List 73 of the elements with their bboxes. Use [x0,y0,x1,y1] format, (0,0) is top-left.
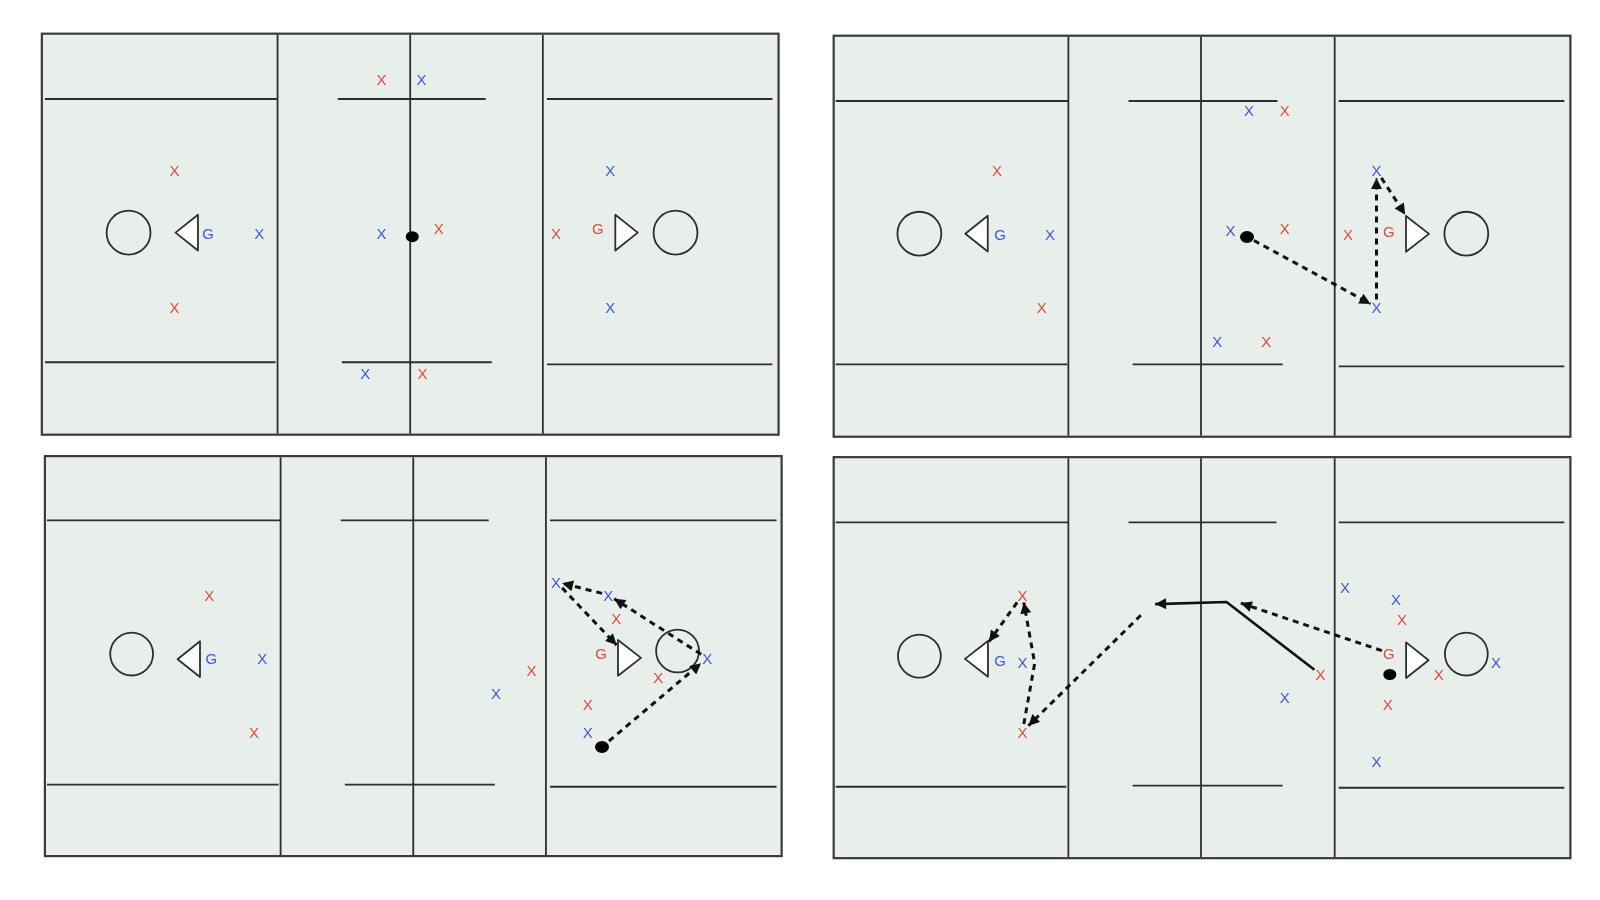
player-label: X [1211,333,1224,349]
player-label: X [1370,162,1383,178]
player-label: X [1016,654,1029,670]
player-label: X [1260,333,1273,349]
player-label: X [1016,587,1029,603]
dot-icon [595,740,610,753]
player-label: X [610,610,623,626]
player-label: X [359,365,372,381]
player-label: X [701,650,714,666]
player-label: X [604,299,617,315]
player-label: X [1314,667,1327,682]
player-label: X [1381,696,1394,712]
player-label: X [168,162,181,178]
player-label: X [1224,222,1237,238]
player-label: X [581,724,594,740]
player-label: X [375,71,388,87]
goalie-label: G [591,220,605,236]
player-label: X [432,220,445,236]
goalie-label: G [204,650,219,666]
player-label: X [550,225,563,241]
player-label: X [581,696,594,712]
dashed-arrow [987,601,1019,643]
arrow [1155,598,1316,671]
player-label: X [1016,724,1029,740]
player-label: X [1044,226,1056,242]
player-label: X [489,685,502,701]
player-label: X [1370,299,1383,315]
player-label: X [1432,667,1445,682]
dashed-arrow [1371,177,1382,300]
player-label: X [550,574,563,590]
dashed-arrow [1020,602,1037,725]
player-label: X [602,587,615,603]
triangle-icon [964,640,989,678]
dashed-arrow [561,586,618,647]
player-label: X [652,669,665,684]
player-label: X [1278,102,1291,118]
player-label: X [604,162,617,178]
goalie-label: G [201,225,215,241]
goalie-label: G [993,226,1007,242]
player-label: X [375,225,388,241]
triangle-icon [1404,214,1430,253]
goalie-label: G [594,645,608,661]
player-label: X [415,71,428,87]
dashed-arrow [1240,601,1383,653]
player-label: X [1035,299,1048,315]
player-label: X [1370,753,1383,769]
player-label: X [168,299,181,315]
dashed-arrow [613,597,702,656]
player-label: X [256,650,269,666]
player-label: X [1338,579,1351,595]
player-label: X [1242,102,1255,118]
goalie-label: G [993,652,1007,668]
player-label: X [248,724,261,740]
player-label: X [525,662,538,678]
player-label: X [1389,591,1402,607]
player-label: X [1489,654,1502,670]
player-label: X [1341,226,1354,242]
dot-icon [1239,230,1254,243]
triangle-icon [616,639,642,677]
player-label: X [1278,220,1291,236]
dashed-arrow [1253,239,1372,306]
dashed-arrow [608,662,703,743]
player-label: X [990,162,1003,178]
dashed-arrow [561,580,603,595]
dashed-arrow [1380,177,1407,216]
goalie-label: G [1381,645,1396,661]
player-label: X [203,587,216,603]
player-label: X [416,365,429,381]
player-label: X [1278,689,1291,705]
goalie-label: G [1381,223,1396,239]
player-label: X [253,225,266,241]
dashed-arrow [1027,614,1142,727]
player-label: X [1396,611,1409,627]
